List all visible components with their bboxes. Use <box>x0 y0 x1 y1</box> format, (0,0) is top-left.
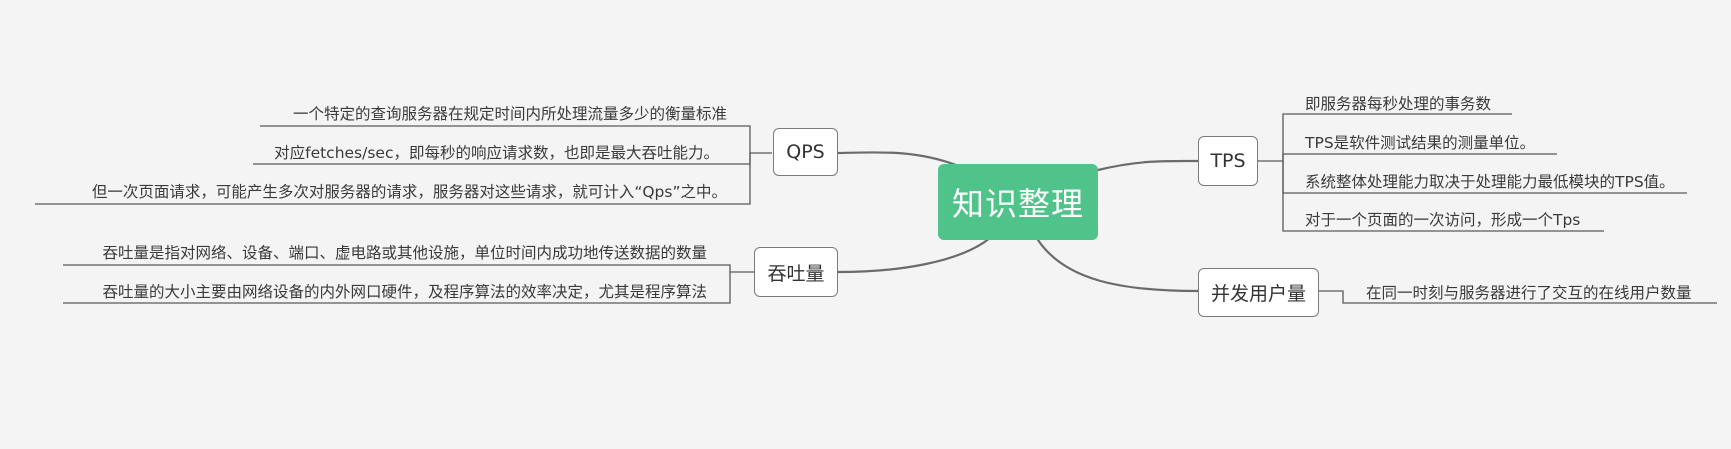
tps-leaf-line-2 <box>1282 153 1557 161</box>
qps-leaf-line-1 <box>260 125 772 154</box>
qps-leaf-1[interactable]: 一个特定的查询服务器在规定时间内所处理流量多少的衡量标准 <box>292 105 727 123</box>
tps-leaf-line-1 <box>1258 113 1512 162</box>
connector-root-throughput <box>836 236 992 274</box>
concurrent-leaf-1[interactable]: 在同一时刻与服务器进行了交互的在线用户数量 <box>1366 284 1692 302</box>
tps-leaf-2[interactable]: TPS是软件测试结果的测量单位。 <box>1305 134 1536 152</box>
concurrent-leaf-line-1 <box>1319 290 1717 304</box>
tps-leaf-4[interactable]: 对于一个页面的一次访问，形成一个Tps <box>1305 211 1581 229</box>
connector-root-qps <box>836 151 958 167</box>
throughput-leaf-line-1 <box>63 264 754 273</box>
branch-tps[interactable]: TPS <box>1198 136 1258 186</box>
throughput-leaf-line-2 <box>63 272 731 304</box>
branch-throughput[interactable]: 吞吐量 <box>754 247 838 297</box>
throughput-leaf-2[interactable]: 吞吐量的大小主要由网络设备的内外网口硬件，及程序算法的效率决定，尤其是程序算法 <box>102 283 707 301</box>
qps-leaf-3[interactable]: 但一次页面请求，可能产生多次对服务器的请求，服务器对这些请求，就可计入“Qps”… <box>91 183 727 201</box>
connector-root-concurrent <box>1036 238 1200 293</box>
branch-qps[interactable]: QPS <box>773 128 838 176</box>
tps-leaf-3[interactable]: 系统整体处理能力取决于处理能力最低模块的TPS值。 <box>1305 173 1675 191</box>
qps-leaf-2[interactable]: 对应fetches/sec，即每秒的响应请求数，也即是最大吞吐能力。 <box>274 144 719 162</box>
qps-leaf-line-3 <box>35 153 751 205</box>
root-topic[interactable]: 知识整理 <box>938 164 1098 240</box>
connector-root-tps <box>1096 159 1200 172</box>
tps-leaf-1[interactable]: 即服务器每秒处理的事务数 <box>1305 95 1492 113</box>
throughput-leaf-1[interactable]: 吞吐量是指对网络、设备、端口、虚电路或其他设施，单位时间内成功地传送数据的数量 <box>102 244 707 262</box>
tps-leaf-line-4 <box>1282 161 1604 232</box>
branch-concurrent-users[interactable]: 并发用户量 <box>1198 268 1319 317</box>
